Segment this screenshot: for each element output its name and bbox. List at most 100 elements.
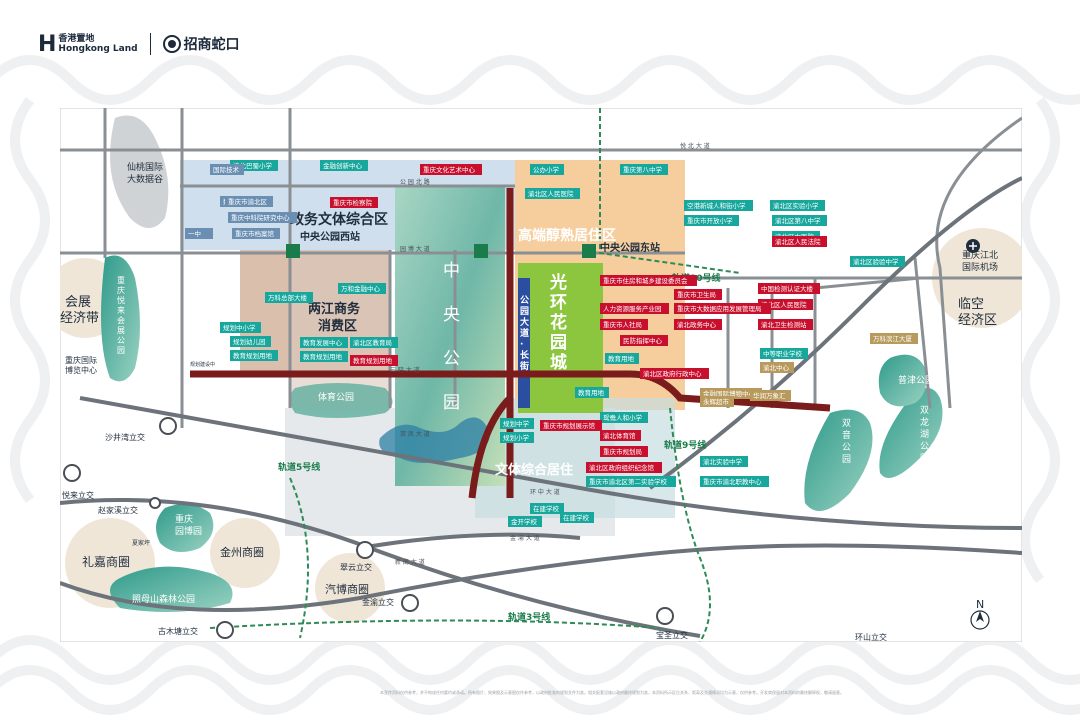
compass-north-label: N <box>976 598 984 611</box>
facility-label: 渝北政务中心 <box>677 320 717 329</box>
metro-5-label: 轨道5号线 <box>278 461 320 473</box>
shuanglong-char-2: 龙 <box>920 416 929 428</box>
facility-label: 渝北区验验中学 <box>853 257 899 266</box>
road-label-sanmu: 三 晓 大 道 <box>390 366 420 374</box>
shuangyin-char-4: 园 <box>842 454 851 465</box>
facility-label: 永辉超市 <box>703 397 730 406</box>
facility-label-bg <box>320 160 368 171</box>
facility-label-bg <box>500 418 534 429</box>
shuanglong-char-5: 园 <box>920 453 929 464</box>
huizhan-title-2: 经济带 <box>60 311 99 326</box>
facility-label-bg <box>758 319 813 330</box>
facility-label: 渝北区第八中学 <box>775 216 821 225</box>
linkong-title-2: 经济区 <box>958 313 997 328</box>
garden-expo-park <box>156 504 214 552</box>
airport-label-2: 国际机场 <box>962 261 998 273</box>
guanghuan-char-3: 花 <box>550 312 567 333</box>
facility-label-bg <box>230 350 278 361</box>
facility-label-bg <box>330 197 378 208</box>
facility-label: 重庆市规划展示馆 <box>543 421 596 430</box>
facility-label-bg <box>265 292 313 303</box>
facility-label-bg <box>500 432 534 443</box>
metro-lines <box>209 108 741 642</box>
facility-label: 渝北区人民医院 <box>528 189 574 198</box>
facility-label: 渝北区政府组织纪念馆 <box>589 463 655 472</box>
facility-label: 重庆文化艺术中心 <box>423 165 476 174</box>
facility-label: 在建学校 <box>533 504 560 513</box>
xiantao-label-2: 大数据谷 <box>127 173 163 185</box>
airport-icon <box>966 239 980 253</box>
facility-label: 国际技术 <box>213 165 240 174</box>
facility-label: 渝北区实验小学 <box>773 201 819 210</box>
facility-label-bg <box>338 283 386 294</box>
facility-label: 教育用地 <box>608 354 635 363</box>
facility-label-bg <box>525 188 580 199</box>
facility-label-bg <box>420 164 482 175</box>
road-labels: 悦 北 大 道 公 园 北 路 园 博 大 道 三 晓 大 道 环 中 大 道 … <box>390 142 710 566</box>
metro-9-label: 轨道9号线 <box>664 439 706 451</box>
hongkong-land-en: Hongkong Land <box>58 44 138 54</box>
xiamen-label: 夏家坪 <box>132 539 150 547</box>
avenue-char-1: 公 <box>520 295 529 306</box>
guanghuan-title: 光 环 花 园 城 <box>549 272 567 373</box>
shuanglong-char-4: 公 <box>920 441 929 452</box>
facility-label-bg <box>230 336 271 347</box>
tiyu-park <box>290 383 393 418</box>
expo-label-2: 博览中心 <box>65 365 97 375</box>
facility-label-bg <box>228 212 297 223</box>
yuelai-park <box>101 255 140 382</box>
facility-label-bg <box>640 368 709 379</box>
lijia-label: 礼嘉商圈 <box>82 554 130 569</box>
puyi-label: 普津公园 <box>898 374 934 386</box>
avenue-char-7: 街 <box>519 360 529 372</box>
facility-label: 渝北区教育局 <box>353 338 392 347</box>
guanghuan-char-2: 环 <box>550 293 567 313</box>
facility-label: 公办小学 <box>533 165 560 174</box>
facility-label-bg <box>772 236 827 247</box>
tiyu-park-label: 体育公园 <box>318 391 354 403</box>
facility-label-bg <box>700 456 748 467</box>
facility-label: 渝北区政府行政中心 <box>643 369 702 378</box>
zone-liangjiang-title-1: 两江商务 <box>308 301 361 317</box>
facility-label-bg <box>230 160 278 171</box>
interchange-marks <box>63 417 674 639</box>
facility-label: 一中 <box>188 229 201 238</box>
garden-expo-label-2: 园博园 <box>175 525 202 537</box>
facility-label-bg <box>772 215 827 226</box>
road-zhongyang-curve <box>648 176 1022 490</box>
road-zhongyang <box>468 395 513 499</box>
facility-label-bg <box>600 303 669 314</box>
avenue-char-6: 长 <box>520 349 530 361</box>
facility-label: 金开学校 <box>511 517 538 526</box>
facility-label: 重庆市检察院 <box>333 198 373 207</box>
facility-label: 民防指挥中心 <box>623 336 663 345</box>
central-park-char-4: 园 <box>443 393 460 413</box>
facility-label: 金融创新中心 <box>323 161 363 170</box>
facility-label: 重庆中科院研究中心 <box>231 213 290 222</box>
shuangyin-park <box>804 409 873 511</box>
facility-label: 渝北区人民法院 <box>775 237 821 246</box>
facility-label-bg <box>530 164 564 175</box>
facility-label-bg <box>770 200 825 211</box>
metro-9 <box>669 407 711 642</box>
facility-label-bg <box>508 516 542 527</box>
zone-highend-title: 高端醇熟居住区 <box>518 227 616 244</box>
facility-label: 渝北体育馆 <box>603 431 636 440</box>
guanghuan-char-1: 光 <box>549 272 567 293</box>
expo-label-1: 重庆国际 <box>65 355 97 365</box>
facility-label: 教育规划用地 <box>303 352 343 361</box>
facility-label: 鸳鸯人和小学 <box>603 413 643 422</box>
facility-label: 重庆市卫生局 <box>677 290 716 299</box>
shuangyin-char-3: 公 <box>842 442 851 453</box>
garden-expo-label-1: 重庆 <box>175 513 193 525</box>
metro-3 <box>209 619 661 629</box>
facility-label: 空港新城人和街小学 <box>687 201 746 210</box>
road-shuangfeng <box>60 543 1022 612</box>
facility-label: 万科总部大楼 <box>268 293 308 302</box>
facility-label: 重庆市大数据应用发展管理局 <box>677 304 762 313</box>
facility-label-bg <box>220 322 261 333</box>
avenue-title: 公 园 大 道 · 长 街 <box>519 295 530 372</box>
facility-label-bg <box>600 446 648 457</box>
facility-label: 万科滨江大厦 <box>873 334 913 343</box>
zhaojia-label: 赵家溪立交 <box>98 505 138 515</box>
